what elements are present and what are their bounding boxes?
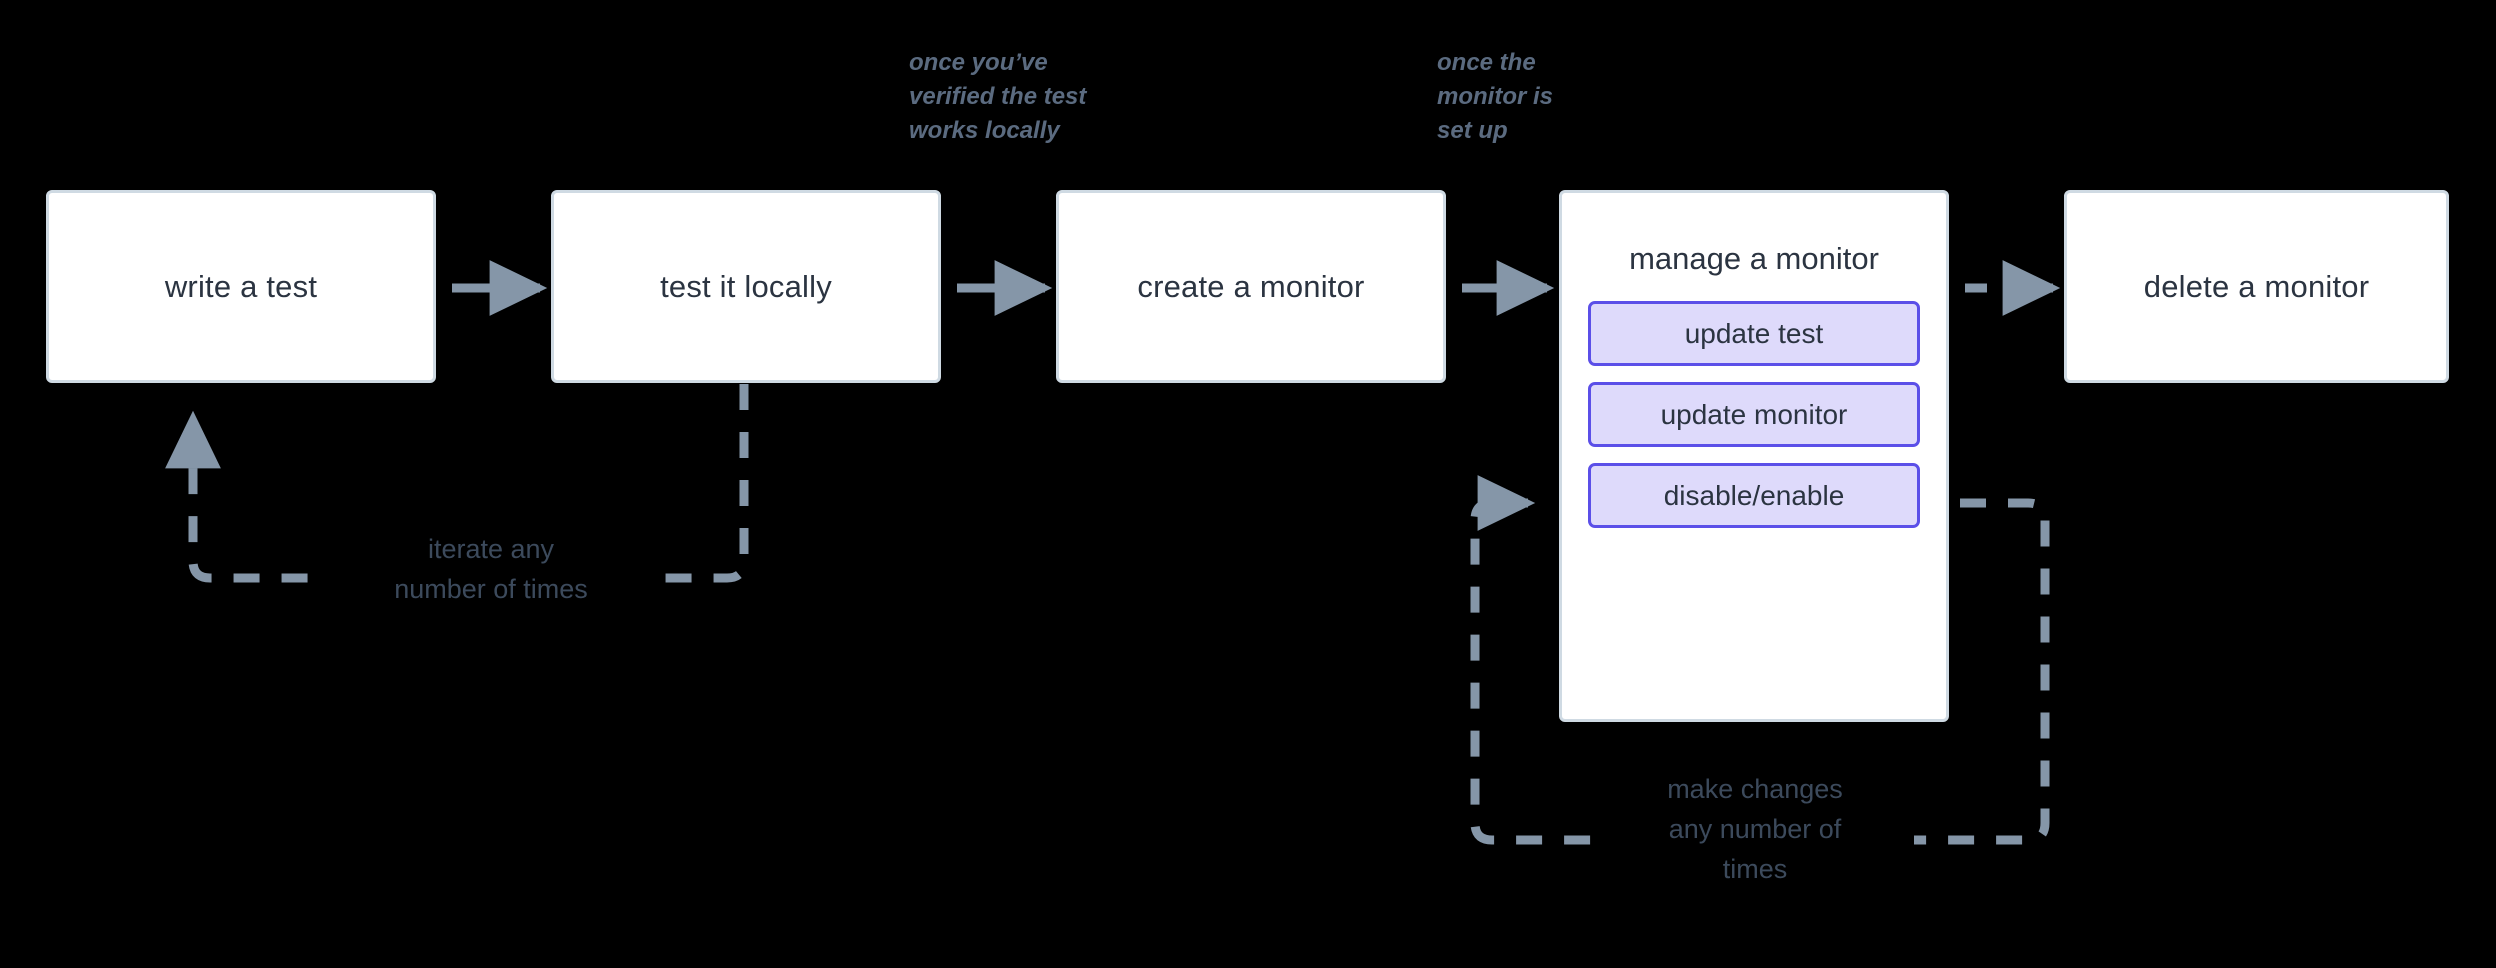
node-label: delete a monitor xyxy=(2143,268,2370,304)
node-write-a-test[interactable]: write a test xyxy=(46,190,436,383)
node-create-a-monitor[interactable]: create a monitor xyxy=(1056,190,1446,383)
sub-step-disable-enable[interactable]: disable/enable xyxy=(1588,463,1920,528)
node-label: test it locally xyxy=(660,268,832,304)
node-delete-a-monitor[interactable]: delete a monitor xyxy=(2064,190,2449,383)
loop-label-iterate: iterate any number of times xyxy=(322,530,660,610)
node-manage-a-monitor[interactable]: manage a monitor update test update moni… xyxy=(1559,190,1949,722)
annotation-setup: once the monitor is set up xyxy=(1437,49,1554,145)
manage-sub-step-list: update test update monitor disable/enabl… xyxy=(1562,301,1946,552)
sub-step-label: disable/enable xyxy=(1663,479,1845,511)
sub-step-label: update monitor xyxy=(1660,398,1848,430)
node-label: create a monitor xyxy=(1137,268,1365,304)
sub-step-label: update test xyxy=(1684,317,1824,349)
node-label: write a test xyxy=(164,268,318,304)
annotation-verified: once you’ve verified the test works loca… xyxy=(909,49,1087,145)
loop-label-make-changes: make changes any number of times xyxy=(1596,770,1914,890)
node-label: manage a monitor xyxy=(1629,241,1879,276)
sub-step-update-test[interactable]: update test xyxy=(1588,301,1920,366)
node-test-it-locally[interactable]: test it locally xyxy=(551,190,941,383)
sub-step-update-monitor[interactable]: update monitor xyxy=(1588,382,1920,447)
